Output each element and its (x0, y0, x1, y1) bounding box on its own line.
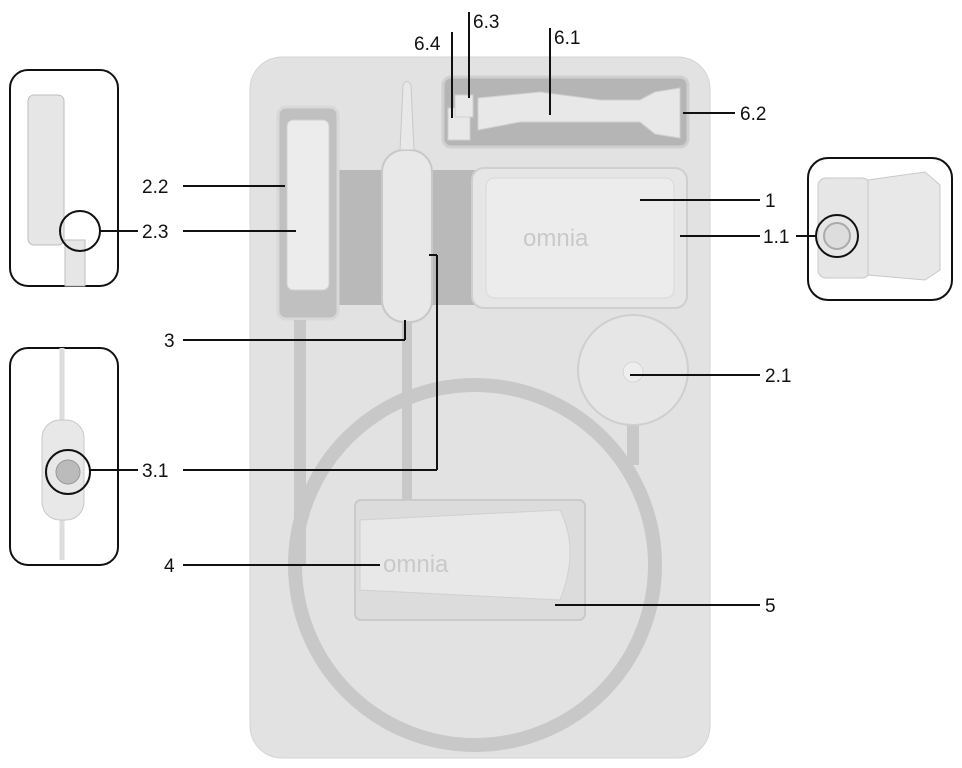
label-2-3: 2.3 (142, 222, 168, 243)
label-2-1: 2.1 (765, 366, 791, 387)
brand-logo-text: omnia (523, 225, 589, 252)
part-3-probe (381, 149, 433, 323)
part-6-nozzle (447, 87, 681, 141)
label-5: 5 (765, 596, 776, 617)
label-3: 3 (164, 331, 175, 352)
leader-lines (90, 12, 816, 606)
label-6-2: 6.2 (740, 104, 766, 125)
label-4: 4 (164, 556, 175, 577)
label-6-1: 6.1 (554, 28, 580, 49)
label-1-1: 1.1 (763, 227, 789, 248)
label-1: 1 (765, 191, 776, 212)
part-2-2-clip (286, 119, 330, 291)
label-2-2: 2.2 (142, 177, 168, 198)
brand-logo-text-2: omnia (383, 551, 449, 578)
part-4-device (359, 509, 571, 601)
label-6-3: 6.3 (473, 12, 499, 33)
label-6-4: 6.4 (414, 34, 441, 55)
label-3-1: 3.1 (142, 461, 168, 482)
